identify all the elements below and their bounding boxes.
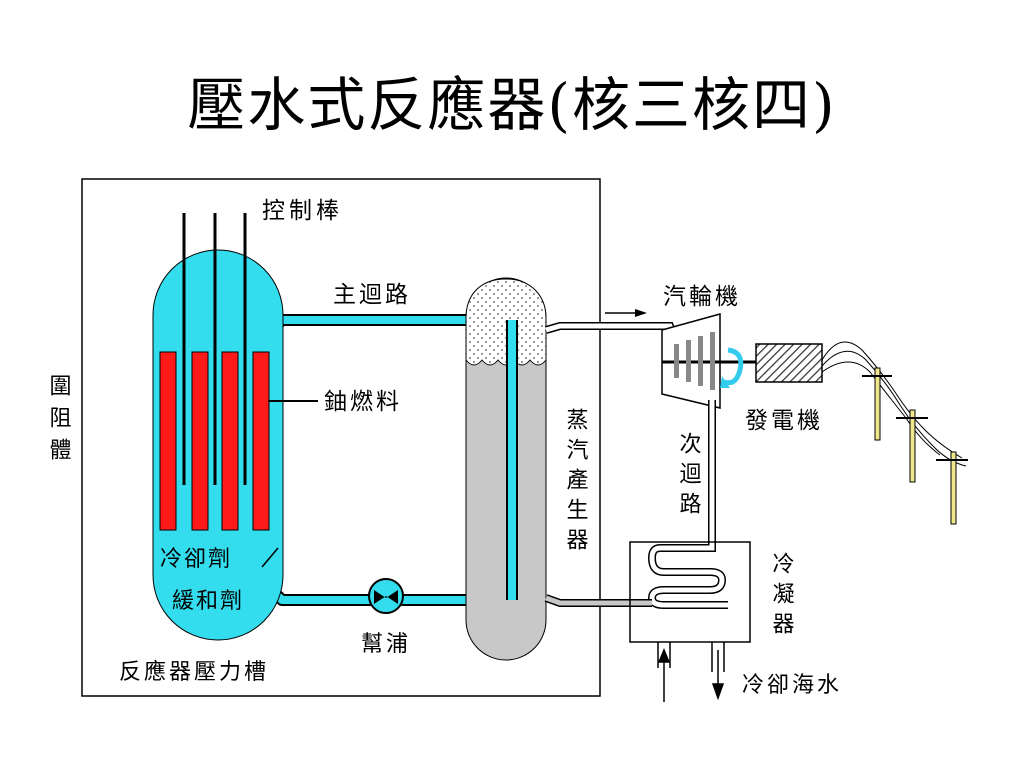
label-moderator: 緩和劑 <box>172 589 244 614</box>
seawater-pipes <box>657 642 725 702</box>
label-condenser: 冷凝器 <box>769 552 795 642</box>
label-secondary-loop: 次迴路 <box>676 432 702 522</box>
control-rods <box>182 213 247 485</box>
coolant-leader-line <box>261 547 279 568</box>
fuel-rods <box>159 351 270 531</box>
containment-building <box>81 178 601 697</box>
secondary-return-pipe <box>544 400 728 609</box>
secondary-steam-pipe <box>544 309 679 340</box>
label-primary-loop: 主迴路 <box>333 282 411 308</box>
slide-title: 壓水式反應器(核三核四) <box>187 71 837 139</box>
label-cooling-seawater: 冷卻海水 <box>742 673 842 698</box>
condenser <box>629 541 751 643</box>
label-containment: 圍阻體 <box>46 374 71 470</box>
label-uranium-fuel: 鈾燃料 <box>324 389 402 415</box>
label-generator: 發電機 <box>745 408 823 434</box>
label-turbine: 汽輪機 <box>663 284 741 310</box>
label-steam-generator: 蒸汽產生器 <box>563 408 589 558</box>
label-control-rods: 控制棒 <box>262 198 343 224</box>
coolant-pump <box>368 578 404 614</box>
generator <box>755 343 823 383</box>
label-pump: 幫浦 <box>361 632 411 657</box>
label-pressure-vessel: 反應器壓力槽 <box>119 659 269 685</box>
label-coolant: 冷卻劑 <box>160 547 232 572</box>
steam-generator <box>465 277 547 661</box>
turbine <box>661 313 756 409</box>
power-transmission <box>821 341 968 525</box>
